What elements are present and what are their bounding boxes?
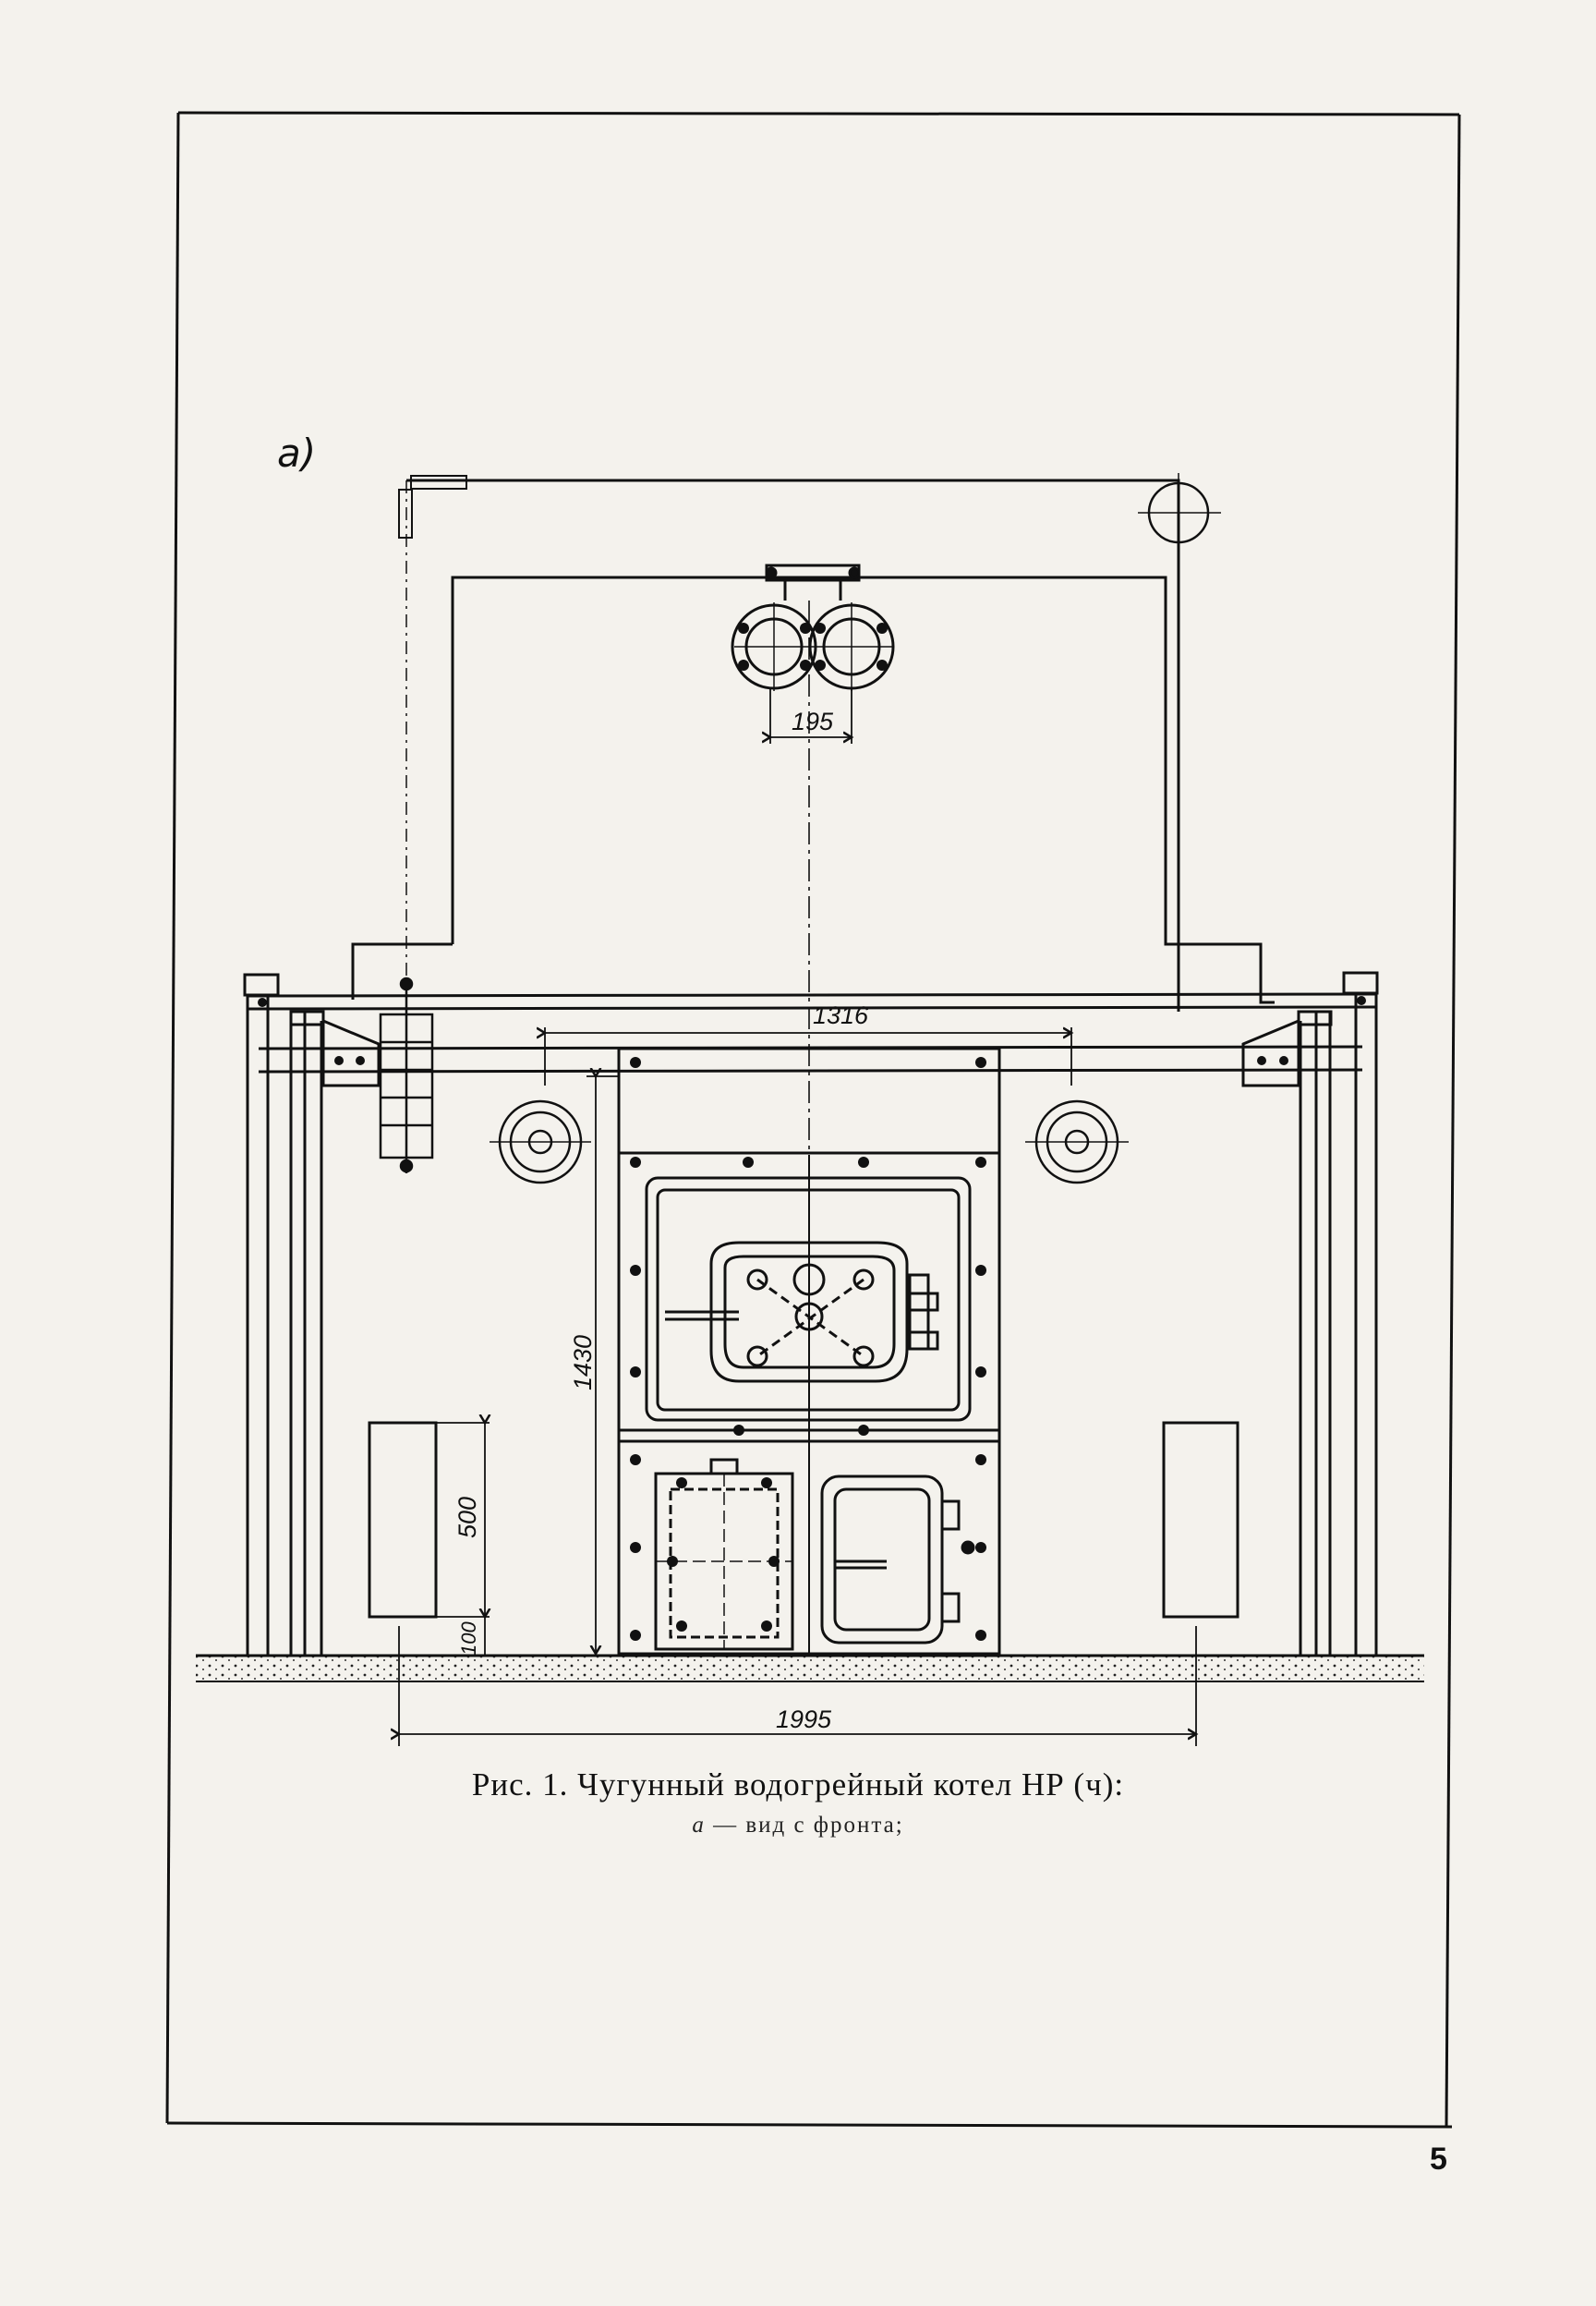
flue-outline — [351, 475, 1275, 1012]
side-pulleys — [490, 1099, 1129, 1184]
dimension-front-height — [586, 1076, 619, 1654]
dimension-frame-width — [545, 1027, 1071, 1086]
counterweight — [379, 977, 434, 1173]
subcaption-text: — вид с фронта; — [713, 1813, 904, 1838]
dimension-nozzle-spacing — [770, 688, 852, 744]
floor-ground — [196, 1654, 1424, 1682]
dimension-label-195: 195 — [792, 708, 834, 735]
dimension-opening-height — [436, 1423, 490, 1658]
dimension-label-1430: 1430 — [569, 1335, 597, 1390]
panel-label: a) — [277, 431, 316, 476]
cable-pulley — [1138, 473, 1221, 552]
dimension-label-500: 500 — [453, 1497, 481, 1538]
dimension-label-1995: 1995 — [776, 1705, 832, 1733]
page-frame — [165, 111, 1461, 2129]
figure-subcaption: а — вид с фронта; — [0, 1813, 1596, 1839]
dimension-overall-width — [399, 1626, 1196, 1746]
subcaption-letter: а — [692, 1813, 706, 1838]
dimension-label-100: 100 — [457, 1621, 480, 1656]
ash-door-right — [820, 1475, 975, 1645]
outlet-nozzles — [731, 564, 895, 691]
fire-door — [665, 1241, 939, 1383]
side-access-openings — [368, 1421, 1239, 1619]
page-number: 5 — [1430, 2142, 1447, 2177]
dimension-label-1316: 1316 — [813, 1001, 869, 1029]
ash-door-left — [654, 1458, 794, 1651]
boiler-front — [617, 1047, 1001, 1656]
support-frame — [243, 971, 1379, 1656]
figure-caption: Рис. 1. Чугунный водогрейный котел НР (ч… — [471, 1766, 1125, 1802]
